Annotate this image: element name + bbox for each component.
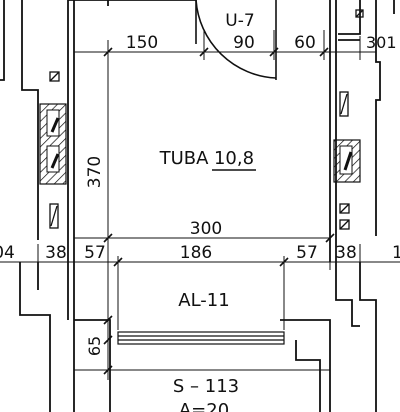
dim-bottom-38-right: 38: [335, 243, 357, 263]
dim-bottom-186: 186: [180, 243, 212, 263]
dim-bottom-57-left: 57: [84, 243, 106, 263]
dim-top-150: 150: [126, 33, 158, 53]
below-room-label: S – 113: [173, 376, 239, 397]
window: [117, 331, 285, 345]
below-room-label-cut: A=20: [179, 400, 229, 412]
dim-room-width: 300: [190, 219, 222, 239]
vent-symbols: [49, 9, 364, 230]
corridor-label: AL-11: [178, 290, 229, 311]
room-label: TUBA 10,8: [159, 148, 256, 171]
shaft-left: [39, 103, 67, 185]
dim-room-height: 370: [85, 156, 105, 188]
dim-bottom-04: 04: [0, 243, 15, 263]
dimension-lines: [0, 30, 400, 380]
dim-bottom-right-cut: 1: [392, 243, 400, 263]
dim-bottom-57-right: 57: [296, 243, 318, 263]
dim-top-90: 90: [233, 33, 255, 53]
shaft-right: [333, 139, 361, 183]
door-swing: [195, 0, 277, 80]
dim-bottom-38-left: 38: [45, 243, 67, 263]
dim-top-right-cut: 301: [366, 33, 397, 52]
room-area: 10,8: [214, 148, 254, 169]
room-name: TUBA: [159, 148, 210, 169]
dim-window-sill: 65: [85, 336, 104, 356]
dim-top-60: 60: [294, 33, 316, 53]
door-label: U-7: [225, 11, 254, 31]
